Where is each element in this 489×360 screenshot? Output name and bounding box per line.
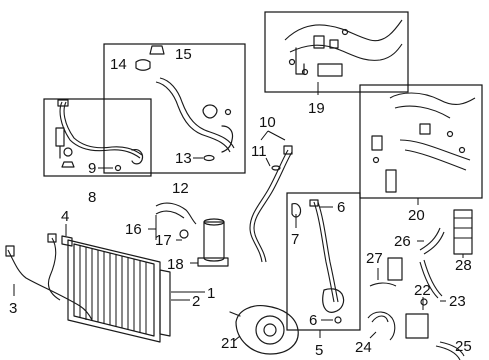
callout-21: 21 xyxy=(221,335,238,352)
pump-22 xyxy=(405,297,429,339)
group-5-box xyxy=(286,192,361,338)
callout-2: 2 xyxy=(192,293,200,310)
callout-15: 15 xyxy=(175,46,192,63)
callout-4: 4 xyxy=(61,208,69,225)
callout-13: 13 xyxy=(175,150,192,167)
callout-8: 8 xyxy=(88,189,96,206)
hose-24 xyxy=(367,311,396,341)
group-19-box xyxy=(264,11,409,95)
callout-6a: 6 xyxy=(337,199,345,216)
callout-5: 5 xyxy=(315,342,323,359)
callout-9: 9 xyxy=(88,160,96,177)
callout-19: 19 xyxy=(308,100,325,117)
bracket-27 xyxy=(369,257,403,287)
group-12-box xyxy=(103,43,246,174)
group-20-box xyxy=(359,84,483,205)
group-8-box xyxy=(43,98,152,177)
callout-12: 12 xyxy=(172,180,189,197)
callout-26: 26 xyxy=(394,233,411,250)
compressor xyxy=(229,305,299,355)
callout-24: 24 xyxy=(355,339,372,356)
callout-1: 1 xyxy=(207,285,215,302)
callout-14: 14 xyxy=(110,56,127,73)
callout-11: 11 xyxy=(251,143,267,160)
callout-10: 10 xyxy=(259,114,276,131)
callout-25: 25 xyxy=(455,338,472,355)
callout-22: 22 xyxy=(414,282,431,299)
hose-26 xyxy=(417,227,445,255)
callout-23: 23 xyxy=(449,293,466,310)
callout-7: 7 xyxy=(291,231,299,248)
callout-17: 17 xyxy=(155,232,172,249)
callout-20: 20 xyxy=(408,207,425,224)
condenser xyxy=(61,235,205,343)
hose-10 xyxy=(249,130,293,263)
hose-23 xyxy=(419,259,446,302)
tank-28 xyxy=(453,209,473,258)
callout-6b: 6 xyxy=(309,312,317,329)
receiver-dryer xyxy=(148,202,229,267)
callout-16: 16 xyxy=(125,221,142,238)
callout-18: 18 xyxy=(167,256,184,273)
hose-4 xyxy=(47,224,67,301)
hose-25 xyxy=(435,341,465,360)
callout-3: 3 xyxy=(9,300,17,317)
callout-28: 28 xyxy=(455,257,472,274)
callout-27: 27 xyxy=(366,250,383,267)
